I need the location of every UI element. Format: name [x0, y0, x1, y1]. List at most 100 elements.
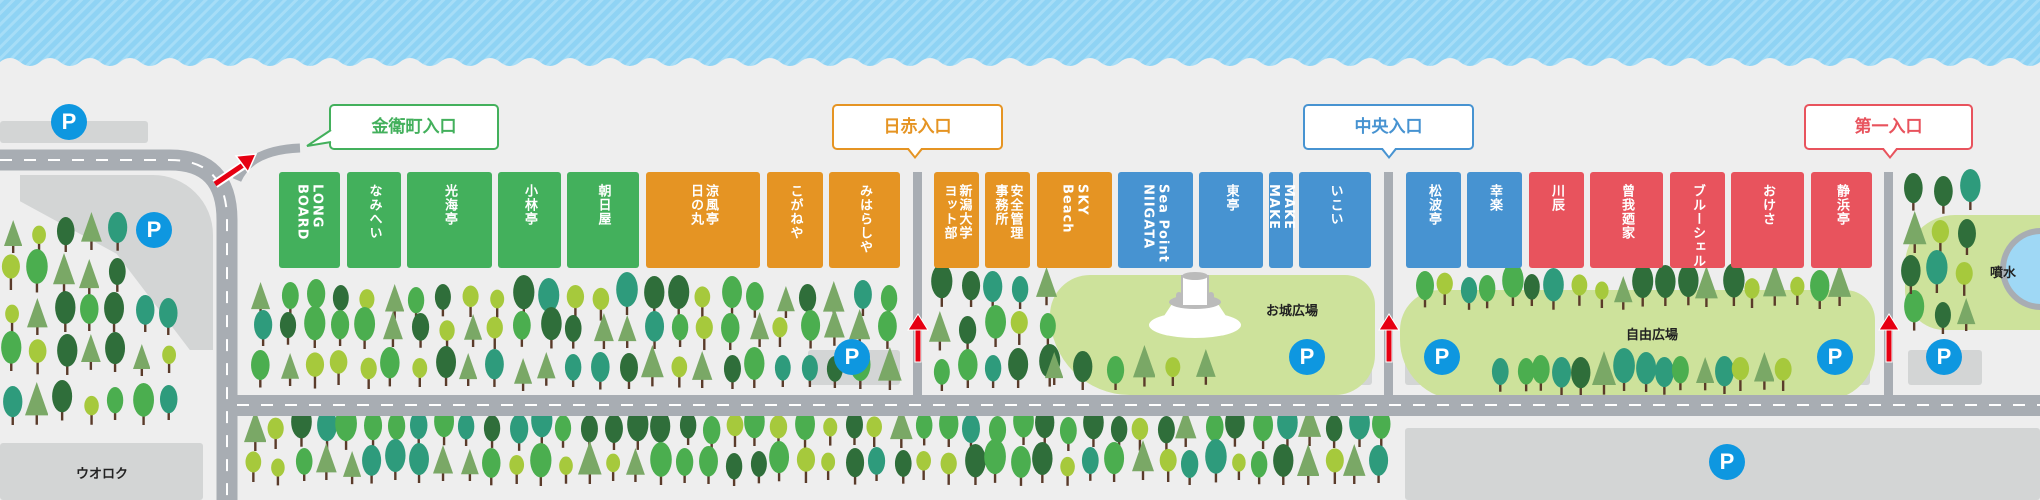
tree-icon: [1774, 357, 1792, 392]
tree-icon: [1369, 445, 1389, 484]
tree-icon: [360, 357, 378, 390]
shop-name: LONG BOARD: [294, 184, 325, 241]
tree-icon: [1008, 347, 1029, 389]
tree-icon: [317, 409, 337, 450]
tree-icon: [27, 297, 48, 336]
parking-icon[interactable]: P: [1289, 339, 1325, 375]
shop-17[interactable]: 川辰: [1529, 172, 1584, 268]
tree-icon: [725, 452, 743, 486]
arrow-up-icon: [1878, 313, 1900, 363]
shop-4[interactable]: 朝日屋: [567, 172, 639, 268]
tree-icon: [31, 225, 46, 254]
parking-icon[interactable]: P: [1817, 339, 1853, 375]
shop-7[interactable]: みはらしや: [829, 172, 900, 268]
shop-20[interactable]: おけさ: [1731, 172, 1804, 268]
shop-9[interactable]: 安全管理 事務所: [985, 172, 1030, 268]
parking-icon[interactable]: P: [136, 212, 172, 248]
entrance-chuo[interactable]: 中央入口: [1303, 104, 1474, 159]
tree-icon: [342, 451, 361, 485]
tree-icon: [1060, 416, 1077, 451]
parking-icon[interactable]: P: [51, 104, 87, 140]
access-lane-2: [1384, 172, 1393, 395]
tree-icon: [1901, 254, 1921, 294]
tree-icon: [868, 446, 886, 482]
tree-icon: [821, 452, 836, 481]
tree-icon: [1595, 281, 1609, 308]
store-building: [0, 443, 203, 500]
tree-icon: [483, 415, 501, 449]
tree-icon: [271, 458, 286, 486]
tree-icon: [721, 312, 740, 351]
tree-icon: [354, 307, 376, 350]
tree-icon: [1132, 345, 1156, 387]
tree-icon: [3, 386, 23, 426]
tree-icon: [1195, 349, 1216, 385]
tree-icon: [1926, 250, 1948, 294]
tree-icon: [435, 345, 456, 386]
shop-name: なみへい: [366, 184, 382, 240]
shop-11[interactable]: Sea Point NIIGATA: [1118, 172, 1193, 268]
tree-icon: [282, 281, 300, 316]
tree-icon: [620, 352, 639, 390]
shop-14[interactable]: いこい: [1299, 172, 1371, 268]
shop-name: こがねや: [787, 184, 803, 240]
sea: [0, 0, 2040, 66]
shop-3[interactable]: 小林亭: [498, 172, 561, 268]
shop-5[interactable]: 涼風亭 日の丸: [646, 172, 760, 268]
shop-2[interactable]: 光海亭: [407, 172, 492, 268]
tree-icon: [566, 284, 584, 320]
shop-10[interactable]: SKY Beach: [1037, 172, 1112, 268]
tree-icon: [1073, 350, 1093, 390]
tree-icon: [28, 339, 47, 375]
shop-name: 朝日屋: [595, 184, 611, 226]
parking-icon[interactable]: P: [1709, 444, 1745, 480]
tree-icon: [279, 312, 297, 346]
tree-icon: [1296, 444, 1320, 486]
shop-18[interactable]: 曾我廼家: [1590, 172, 1663, 268]
shop-8[interactable]: 新潟大学 ヨット部: [934, 172, 979, 268]
shop-6[interactable]: こがねや: [767, 172, 823, 268]
tree-icon: [846, 448, 865, 485]
tree-icon: [605, 413, 624, 451]
tree-icon: [1592, 351, 1617, 395]
tree-icon: [509, 413, 529, 451]
tree-icon: [929, 311, 951, 351]
tree-icon: [985, 305, 1007, 348]
tree-icon: [962, 270, 981, 308]
tree-icon: [56, 217, 75, 253]
entrance-nisseki[interactable]: 日赤入口: [832, 104, 1003, 159]
parking-icon[interactable]: P: [1424, 339, 1460, 375]
shop-0[interactable]: LONG BOARD: [279, 172, 340, 268]
entrance-kanaecho[interactable]: 金衛町入口: [329, 104, 499, 150]
tree-icon: [1654, 356, 1674, 395]
tree-icon: [703, 415, 721, 451]
parking-icon[interactable]: P: [834, 339, 870, 375]
tree-icon: [1035, 267, 1057, 306]
tree-icon: [304, 305, 326, 349]
access-lane-3: [1884, 172, 1893, 395]
tree-icon: [1044, 351, 1064, 386]
shop-12[interactable]: 東亭: [1199, 172, 1263, 268]
shop-1[interactable]: なみへい: [347, 172, 401, 268]
tree-icon: [1695, 265, 1719, 308]
tree-icon: [5, 304, 19, 333]
shop-16[interactable]: 幸楽: [1467, 172, 1522, 268]
tree-icon: [962, 414, 981, 451]
tree-icon: [668, 275, 690, 318]
tree-icon: [245, 451, 261, 483]
arrow-up-icon: [907, 313, 929, 363]
shop-21[interactable]: 静浜亭: [1811, 172, 1872, 268]
shop-15[interactable]: 松波亭: [1406, 172, 1461, 268]
tree-icon: [802, 354, 819, 387]
shop-name: 安全管理 事務所: [992, 184, 1023, 240]
shop-name: Sea Point NIIGATA: [1140, 184, 1171, 263]
shop-13[interactable]: MAKE MAKE: [1266, 172, 1296, 268]
tree-icon: [675, 448, 694, 484]
tree-icon: [1571, 356, 1591, 396]
parking-icon[interactable]: P: [1926, 339, 1962, 375]
entrance-daiichi[interactable]: 第一入口: [1804, 104, 1973, 159]
tree-icon: [486, 316, 503, 350]
tree-icon: [1614, 275, 1633, 310]
tree-icon: [866, 416, 883, 447]
shop-19[interactable]: ブルーシェル: [1670, 172, 1725, 268]
